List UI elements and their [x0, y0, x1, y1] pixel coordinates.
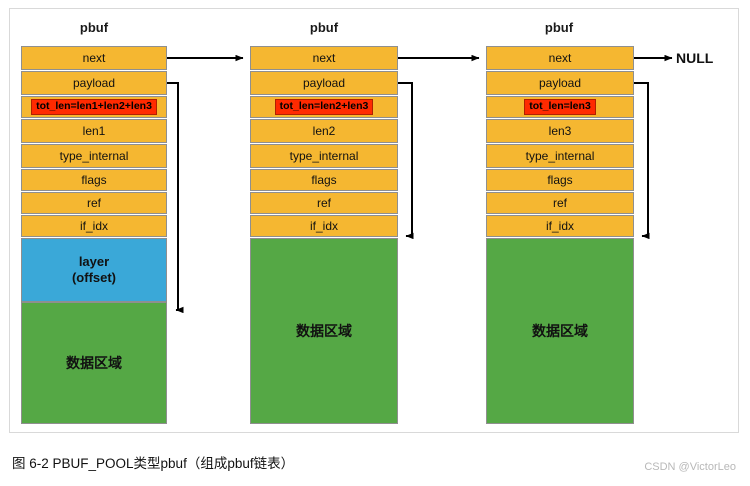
field-type-internal-1: type_internal: [21, 144, 167, 168]
field-ref-2: ref: [250, 192, 398, 214]
field-len-1: len1: [21, 119, 167, 143]
watermark: CSDN @VictorLeo: [644, 461, 736, 473]
figure-caption: 图 6-2 PBUF_POOL类型pbuf（组成pbuf链表）: [12, 456, 295, 471]
layer-offset-block-1: layer (offset): [21, 238, 167, 302]
data-zone-1: 数据区域: [21, 302, 167, 424]
field-tot-len-3: tot_len=len3: [486, 96, 634, 118]
field-tot-len-1: tot_len=len1+len2+len3: [21, 96, 167, 118]
layer-label-line1: layer: [78, 253, 110, 269]
column-title-2: pbuf: [309, 20, 339, 35]
field-tot-len-3-value: tot_len=len3: [524, 99, 596, 115]
field-if-idx-3: if_idx: [486, 215, 634, 237]
field-tot-len-2: tot_len=len2+len3: [250, 96, 398, 118]
field-tot-len-2-value: tot_len=len2+len3: [274, 99, 374, 115]
field-flags-3: flags: [486, 169, 634, 191]
column-title-3: pbuf: [544, 20, 574, 35]
field-type-internal-2: type_internal: [250, 144, 398, 168]
field-next-3: next: [486, 46, 634, 70]
field-payload-2: payload: [250, 71, 398, 95]
field-ref-1: ref: [21, 192, 167, 214]
column-title-1: pbuf: [79, 20, 109, 35]
field-payload-3: payload: [486, 71, 634, 95]
field-len-3: len3: [486, 119, 634, 143]
data-zone-2: 数据区域: [250, 238, 398, 424]
field-len-2: len2: [250, 119, 398, 143]
field-next-1: next: [21, 46, 167, 70]
field-tot-len-1-value: tot_len=len1+len2+len3: [31, 99, 157, 115]
null-label: NULL: [676, 50, 714, 66]
field-type-internal-3: type_internal: [486, 144, 634, 168]
field-if-idx-1: if_idx: [21, 215, 167, 237]
layer-label-line2: (offset): [71, 270, 117, 285]
field-if-idx-2: if_idx: [250, 215, 398, 237]
field-flags-2: flags: [250, 169, 398, 191]
data-zone-3: 数据区域: [486, 238, 634, 424]
field-flags-1: flags: [21, 169, 167, 191]
field-payload-1: payload: [21, 71, 167, 95]
field-ref-3: ref: [486, 192, 634, 214]
field-next-2: next: [250, 46, 398, 70]
